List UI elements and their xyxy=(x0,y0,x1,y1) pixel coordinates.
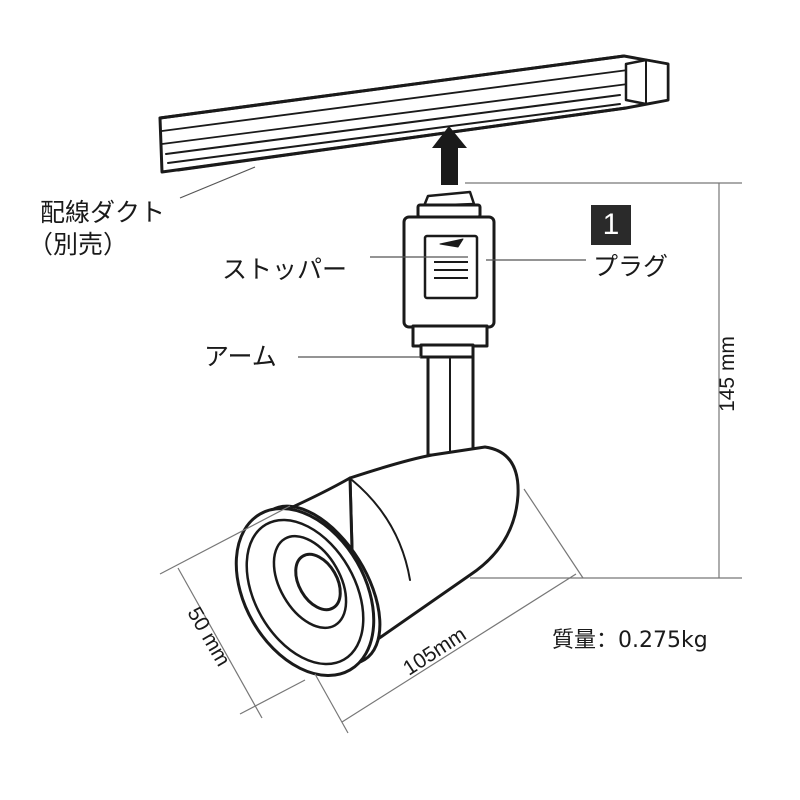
height-dimension-label: 145 mm xyxy=(715,336,739,412)
plug-number-badge: 1 xyxy=(591,205,631,245)
arm-label: アーム xyxy=(204,342,277,371)
stopper-label: ストッパー xyxy=(222,255,348,284)
wiring-duct-rail xyxy=(158,54,670,174)
duct-note-label: （別売） xyxy=(28,230,129,259)
arm xyxy=(419,343,475,460)
plug-label: プラグ xyxy=(593,252,669,281)
dimension-lines xyxy=(159,182,742,734)
plug-body xyxy=(402,190,496,348)
insert-arrow-icon xyxy=(432,126,467,185)
lamp-head xyxy=(234,445,520,678)
duct-label: 配線ダクト xyxy=(40,198,166,227)
weight-label: 質量：0.275kg xyxy=(552,628,708,653)
leader-lines xyxy=(179,166,586,358)
